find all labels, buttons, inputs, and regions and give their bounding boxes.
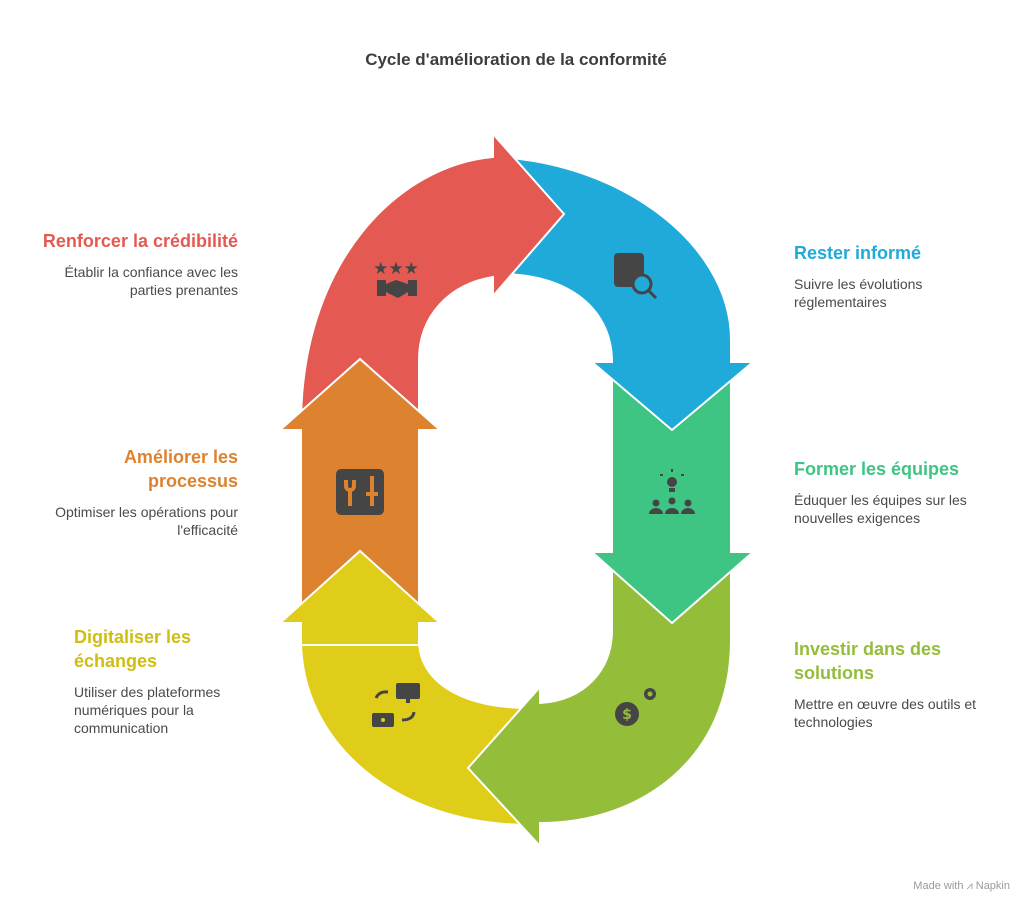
step-desc: Utiliser des plateformes numériques pour…	[74, 684, 221, 736]
digital-exchange-icon	[372, 683, 420, 727]
diagram-title: Cycle d'amélioration de la conformité	[365, 50, 667, 69]
arrow-digitaliser-head	[277, 549, 443, 646]
napkin-watermark: Made with ⩘ Napkin	[913, 880, 1010, 892]
step-desc: Mettre en œuvre des outils et technologi…	[794, 696, 977, 730]
step-title: Rester informé	[794, 243, 922, 263]
step-title: Améliorer les processus	[123, 447, 238, 491]
step-investir: Investir dans des solutions Mettre en œu…	[794, 637, 984, 731]
step-desc: Établir la confiance avec les parties pr…	[64, 264, 238, 298]
svg-text:$: $	[622, 707, 632, 723]
arrow-credibilite	[299, 131, 566, 426]
step-former: Former les équipes Éduquer les équipes s…	[794, 457, 994, 527]
step-rester-informe: Rester informé Suivre les évolutions rég…	[794, 241, 994, 311]
step-title: Investir dans des solutions	[794, 639, 942, 683]
stars-handshake-icon: ★★★	[373, 259, 419, 298]
step-renforcer: Renforcer la crédibilité Établir la conf…	[38, 229, 238, 299]
step-title: Digitaliser les échanges	[74, 627, 192, 671]
dollar-gears-icon: $	[615, 688, 656, 726]
tools-icon	[336, 469, 384, 515]
svg-text:★★★: ★★★	[373, 259, 419, 279]
step-digitaliser: Digitaliser les échanges Utiliser des pl…	[74, 625, 244, 737]
step-desc: Optimiser les opérations pour l'efficaci…	[55, 504, 238, 538]
step-desc: Suivre les évolutions réglementaires	[794, 276, 923, 310]
step-desc: Éduquer les équipes sur les nouvelles ex…	[794, 492, 967, 526]
team-idea-icon	[649, 469, 695, 514]
document-search-icon	[614, 253, 658, 300]
step-title: Former les équipes	[794, 459, 960, 479]
step-title: Renforcer la crédibilité	[42, 231, 238, 251]
step-ameliorer: Améliorer les processus Optimiser les op…	[38, 445, 238, 539]
